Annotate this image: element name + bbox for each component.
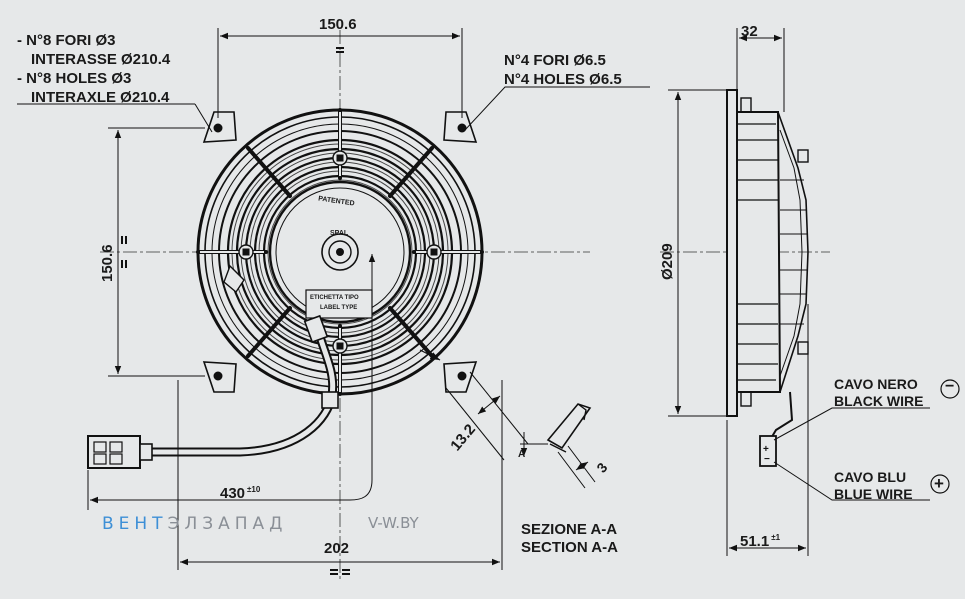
section-detail [520,403,596,489]
plus-icon: + [934,474,944,493]
holes-small-note-it-2: INTERASSE Ø210.4 [31,51,171,68]
dim-cable-length-value: 430 [220,485,246,502]
black-wire-label-en: BLACK WIRE [834,393,924,409]
dim-diameter: Ø209 [659,243,676,280]
black-wire-label-it: CAVO NERO [834,376,918,392]
dim-left-height: 150.6 [99,244,116,282]
dim-depth: 32 [741,23,758,40]
dim-overall-width: 202 [324,540,350,557]
dim-cable-length: 430±10 [220,485,261,502]
label-type-it: ETICHETTA TIPO [310,295,359,301]
watermark-grey: ЭЛЗАПАД [167,514,288,534]
dim-side-depth: 51.1±1 [740,533,781,550]
dim-side-tolerance: ±1 [771,533,781,542]
svg-text:−: − [764,454,770,465]
watermark-site: V-W.BY [368,514,419,532]
holes-large-note-en: N°4 HOLES Ø6.5 [504,71,622,88]
section-caption-it: SEZIONE A-A [521,521,618,538]
dim-cable-tolerance: ±10 [247,485,261,494]
dim-side-depth-value: 51.1 [740,533,770,550]
section-marker-a: A [518,449,526,460]
svg-text:+: + [763,444,769,455]
side-dimensions [668,28,930,556]
spal-logo: SPAL [330,230,349,237]
blue-wire-label-en: BLUE WIRE [834,486,913,502]
holes-small-note-it-1: - N°8 FORI Ø3 [17,32,116,49]
front-view [87,30,590,580]
dim-top-width: 150.6 [319,16,357,33]
minus-icon: − [945,378,955,395]
holes-large-note-it: N°4 FORI Ø6.5 [504,52,606,69]
watermark-blue: ВЕНТ [102,514,168,534]
holes-small-note-en-1: - N°8 HOLES Ø3 [17,70,132,87]
side-view: + − [660,89,830,467]
label-type-en: LABEL TYPE [320,305,358,311]
front-dimensions [17,28,650,570]
holes-small-note-en-2: INTERAXLE Ø210.4 [31,89,170,106]
polarity-symbols [930,379,960,494]
watermark: ВЕНТЭЛЗАПАД [102,514,287,534]
section-caption-en: SECTION A-A [521,539,618,556]
symmetry-marks [121,47,350,575]
blue-wire-label-it: CAVO BLU [834,469,907,485]
